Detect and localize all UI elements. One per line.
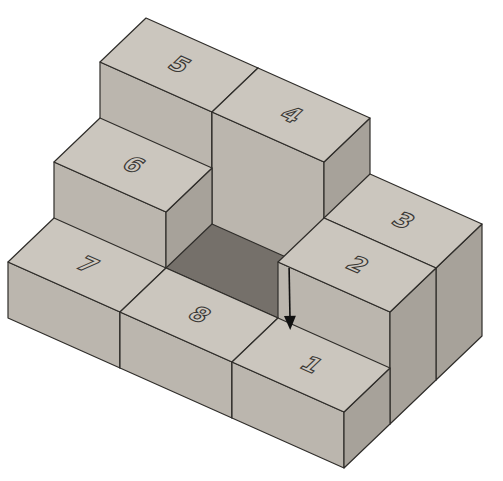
block-top-face xyxy=(232,318,390,412)
block-top-face xyxy=(278,218,436,312)
block-top-face xyxy=(54,118,212,212)
move-arrow xyxy=(288,268,290,316)
arrow-head xyxy=(284,316,296,330)
block-top-face xyxy=(212,68,370,162)
